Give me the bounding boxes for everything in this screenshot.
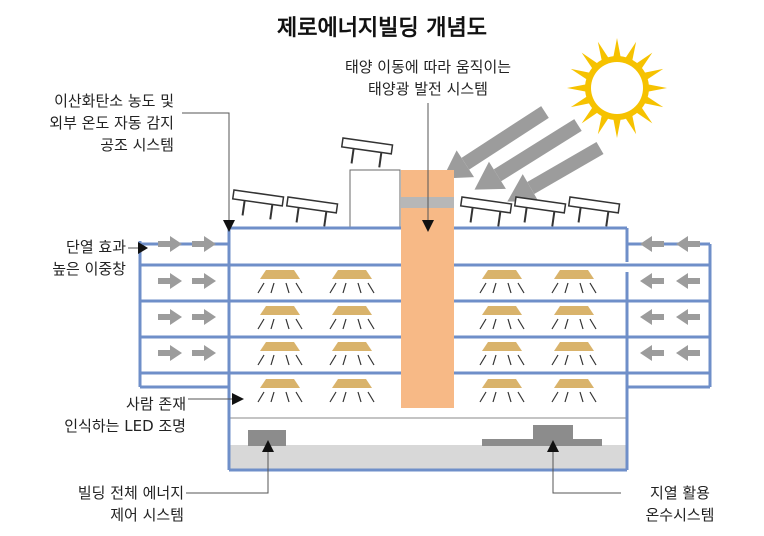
sun-ray: [624, 41, 637, 63]
solar-panel-icon: [567, 196, 621, 227]
page-title: 제로에너지빌딩 개념도: [276, 16, 488, 41]
solar-panel-icon: [231, 189, 285, 220]
airflow-arrow-icon: [158, 273, 182, 289]
led-lamp-icon: [479, 270, 525, 294]
sun-ray: [642, 68, 664, 81]
co2-label-line3: 공조 시스템: [100, 136, 174, 154]
led-label-line1: 사람 존재: [126, 395, 186, 413]
window-label-line1: 단열 효과: [66, 238, 126, 256]
airflow-arrow-icon: [192, 273, 216, 289]
solar-panels: [231, 137, 621, 227]
led-lighting-label: 사람 존재 인식하는 LED 조명: [8, 393, 186, 437]
co2-label-line1: 이산화탄소 농도 및: [54, 92, 174, 110]
led-lamp-icon: [551, 379, 597, 403]
airflow-arrow-icon: [192, 309, 216, 325]
bems-label-line2: 제어 시스템: [110, 506, 184, 524]
led-lamp-icon: [479, 379, 525, 403]
equipment-icon: [248, 430, 286, 446]
light-beam-arrow-icon: [507, 141, 604, 202]
equipment-icon: [482, 425, 602, 446]
geo-label-line2: 온수시스템: [645, 506, 715, 524]
airflow-arrows: [158, 236, 700, 361]
led-lamp-icon: [257, 342, 303, 366]
led-lamp-icon: [257, 270, 303, 294]
airflow-arrow-icon: [158, 236, 182, 252]
airflow-arrow-icon: [158, 309, 182, 325]
led-lamp-icon: [257, 379, 303, 403]
led-lamp-icon: [329, 270, 375, 294]
solar-panel-icon: [340, 137, 394, 168]
solar-panel-icon: [459, 196, 513, 227]
led-lamp-icon: [329, 342, 375, 366]
led-lamp-icon: [329, 306, 375, 330]
led-lamp-icon: [551, 270, 597, 294]
window-label-line2: 높은 이중창: [52, 260, 126, 278]
solar-label-line1: 태양 이동에 따라 움직이는: [344, 58, 512, 76]
sun-ray: [567, 84, 588, 92]
airflow-arrow-icon: [676, 236, 700, 252]
double-window-label: 단열 효과 높은 이중창: [8, 236, 126, 280]
airflow-arrow-icon: [676, 345, 700, 361]
airflow-arrow-icon: [640, 309, 664, 325]
sun-ray: [570, 95, 592, 108]
sun-ray: [642, 95, 664, 108]
airflow-arrow-icon: [192, 236, 216, 252]
geothermal-label: 지열 활용 온수시스템: [624, 482, 736, 526]
basement: [229, 445, 627, 470]
leader-lines: [128, 103, 621, 494]
led-lamps: [257, 270, 597, 403]
airflow-arrow-icon: [158, 345, 182, 361]
airflow-arrow-icon: [676, 309, 700, 325]
sun-ray: [613, 38, 621, 59]
led-lamp-icon: [479, 342, 525, 366]
led-lamp-icon: [329, 379, 375, 403]
airflow-arrow-icon: [640, 273, 664, 289]
geo-label-line1: 지열 활용: [650, 484, 710, 502]
solar-panel-icon: [285, 196, 339, 227]
co2-label-line2: 외부 온도 자동 감지: [49, 114, 174, 132]
airflow-arrow-icon: [640, 236, 664, 252]
rooftop-unit: [349, 169, 401, 229]
sun-icon: [567, 38, 667, 138]
bems-label-line1: 빌딩 전체 에너지: [77, 484, 184, 502]
sun-ray: [646, 84, 667, 92]
led-lamp-icon: [479, 306, 525, 330]
pointer-arrowheads: [138, 220, 559, 452]
led-lamp-icon: [551, 342, 597, 366]
airflow-arrow-icon: [676, 273, 700, 289]
solar-label-line2: 태양광 발전 시스템: [368, 80, 488, 98]
sunlight-arrows: [442, 106, 604, 202]
sun-ray: [597, 41, 610, 63]
sun-ray: [570, 68, 592, 81]
airflow-arrow-icon: [640, 345, 664, 361]
co2-system-label: 이산화탄소 농도 및 외부 온도 자동 감지 공조 시스템: [8, 90, 174, 156]
sun-ray: [624, 113, 637, 135]
bems-label: 빌딩 전체 에너지 제어 시스템: [8, 482, 184, 526]
led-label-line2: 인식하는 LED 조명: [64, 417, 186, 435]
solar-system-label: 태양 이동에 따라 움직이는 태양광 발전 시스템: [300, 56, 556, 100]
led-lamp-icon: [551, 306, 597, 330]
solar-panel-icon: [513, 196, 567, 227]
led-lamp-icon: [257, 306, 303, 330]
sun-ray: [597, 113, 610, 135]
airflow-arrow-icon: [192, 345, 216, 361]
sun-ray: [613, 117, 621, 138]
light-beam-arrow-icon: [474, 119, 582, 190]
